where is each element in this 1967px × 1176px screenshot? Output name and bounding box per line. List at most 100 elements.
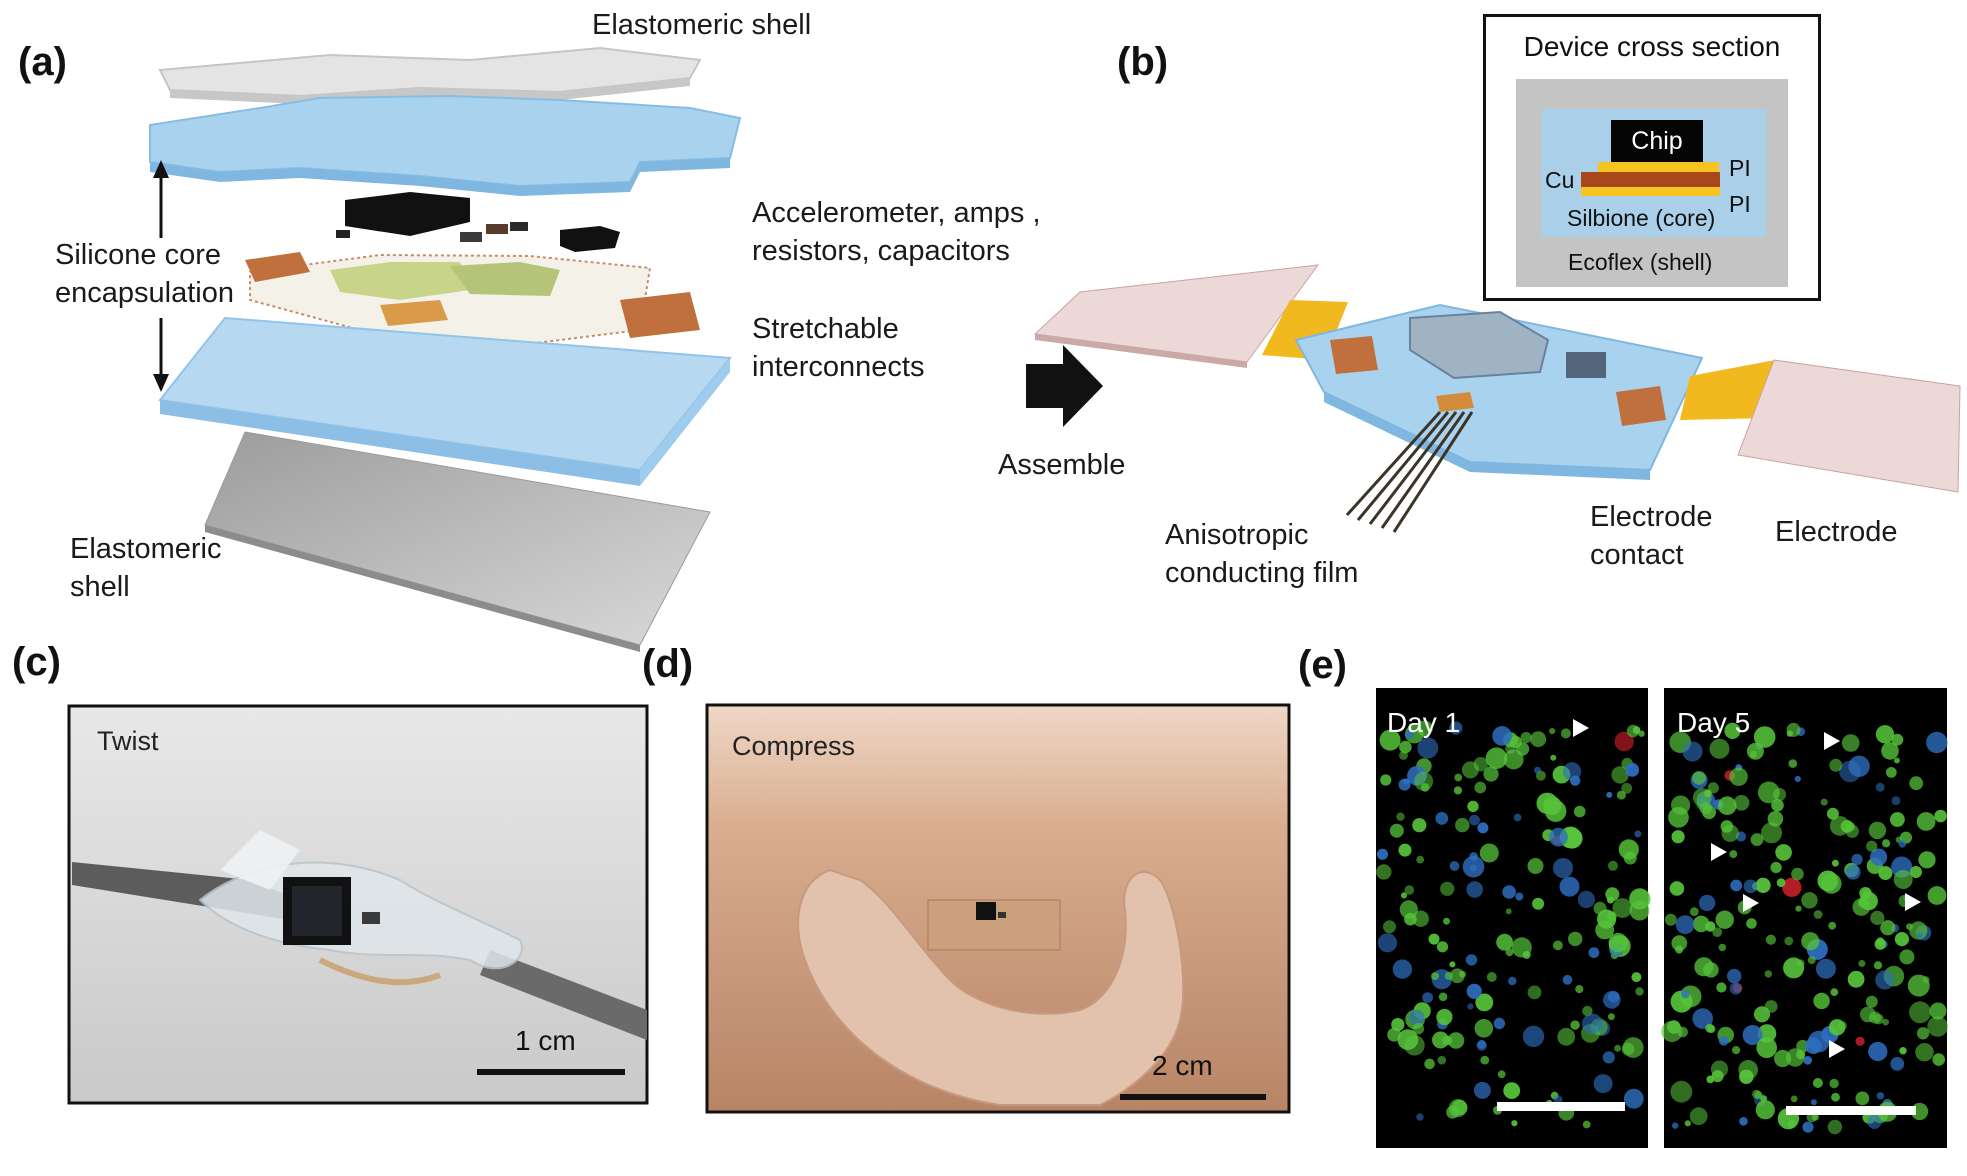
cell-dot xyxy=(1692,915,1710,933)
cell-dot xyxy=(1831,1092,1840,1102)
cell-dot xyxy=(1444,971,1453,980)
cell-dot xyxy=(1692,771,1706,785)
cell-dot xyxy=(1454,773,1463,782)
cell-dot xyxy=(1761,822,1782,844)
cell-dot xyxy=(1631,972,1642,983)
cell-dot xyxy=(1742,1025,1763,1045)
pi-bottom-label: PI xyxy=(1729,191,1751,217)
cell-dot xyxy=(1867,1114,1882,1129)
cell-dot xyxy=(1497,1070,1506,1079)
cell-dot xyxy=(1469,814,1480,826)
cell-dot xyxy=(1513,813,1522,822)
cell-dot xyxy=(1377,933,1398,953)
cell-dot xyxy=(1815,958,1836,979)
cell-dot xyxy=(1689,1107,1708,1126)
cell-dot xyxy=(1553,940,1563,951)
cell-dot xyxy=(1465,954,1478,966)
cell-dot xyxy=(1848,755,1870,777)
cell-dot xyxy=(1438,992,1448,1002)
cell-dot xyxy=(1400,892,1408,899)
cell-dot xyxy=(1807,956,1816,965)
cell-dot xyxy=(1515,892,1524,901)
cell-dot xyxy=(1927,1016,1948,1037)
cell-dot xyxy=(1718,943,1727,952)
cell-dot xyxy=(1476,1040,1487,1051)
cell-dot xyxy=(1801,932,1820,951)
cell-dot xyxy=(1424,1058,1435,1070)
cell-dot xyxy=(1750,833,1764,846)
cell-dot xyxy=(1765,934,1776,945)
cell-dot xyxy=(1380,774,1392,786)
cell-dot xyxy=(1379,729,1401,751)
cell-dot xyxy=(1934,809,1947,823)
cell-dot xyxy=(1832,859,1839,867)
cell-dot xyxy=(1669,881,1685,896)
cell-dot xyxy=(1868,1041,1888,1062)
cell-dot xyxy=(1870,848,1888,866)
cell-dot xyxy=(1830,988,1839,996)
fluorescence-micrographs xyxy=(1376,688,1948,1148)
marker-arrowhead xyxy=(1824,732,1840,750)
marker-arrowhead xyxy=(1743,894,1759,912)
cell-dot xyxy=(1573,805,1586,818)
cell-dot xyxy=(1795,905,1802,912)
cell-dot xyxy=(1455,817,1470,833)
cell-dot xyxy=(1496,933,1513,951)
cell-dot xyxy=(1729,767,1748,786)
shell-material-label: Ecoflex (shell) xyxy=(1568,249,1713,275)
cell-dot xyxy=(1773,788,1786,801)
assembled-device xyxy=(1033,264,1961,533)
cell-dot xyxy=(1606,791,1613,798)
cell-dot xyxy=(1511,1120,1518,1127)
cell-dot xyxy=(1915,1043,1934,1062)
cell-dot xyxy=(1553,1095,1563,1105)
cell-dot xyxy=(1409,1009,1425,1026)
cell-dot xyxy=(1399,740,1412,754)
cell-dot xyxy=(1874,938,1887,950)
compress-photo xyxy=(705,703,1291,1114)
bottom-elastomeric-shell xyxy=(204,431,711,652)
cell-dot xyxy=(1672,1122,1679,1129)
cell-dot xyxy=(1682,741,1703,762)
cell-dot xyxy=(1629,888,1651,910)
cell-dot xyxy=(1803,1056,1812,1065)
cell-dot xyxy=(1707,782,1719,794)
cell-dot xyxy=(1544,800,1567,822)
stretchable-interconnects xyxy=(245,252,700,347)
panel-label-d: (d) xyxy=(642,642,694,686)
cell-dot xyxy=(1670,1080,1693,1103)
bottom-shell-label-line1: Elastomeric xyxy=(70,533,222,565)
cell-dot xyxy=(1875,725,1895,744)
cell-dot xyxy=(1827,1119,1843,1135)
cell-dot xyxy=(1453,786,1462,795)
cell-dot xyxy=(1786,722,1801,737)
ecoflex-shell-region: Chip PI PI Cu Silbione (core) Ecoflex (s… xyxy=(1516,79,1788,287)
cell-dot xyxy=(1916,1027,1930,1040)
cell-dot xyxy=(1440,881,1455,896)
day5-label: Day 5 xyxy=(1677,707,1751,738)
cell-dot xyxy=(1724,722,1741,740)
components-label-line2: resistors, capacitors xyxy=(752,235,1010,267)
panel-label-c: (c) xyxy=(12,640,61,684)
cell-dot xyxy=(1675,915,1695,935)
cell-dot xyxy=(1437,1055,1447,1065)
cell-dot xyxy=(1462,855,1485,878)
cell-dot xyxy=(1399,750,1408,760)
cell-dot xyxy=(1870,910,1885,926)
cell-dot xyxy=(1549,728,1556,735)
cell-dot xyxy=(1829,1078,1839,1089)
cell-dot xyxy=(1733,795,1750,811)
electronic-components xyxy=(336,192,620,252)
scale-bar-e5 xyxy=(1786,1106,1916,1115)
cell-dot xyxy=(1432,1031,1449,1049)
cell-dot xyxy=(1820,798,1828,806)
cell-dot xyxy=(1493,1017,1506,1030)
cell-dot xyxy=(1508,976,1517,986)
cell-dot xyxy=(1527,985,1542,1000)
cell-dot xyxy=(1479,843,1499,863)
scale-label-c: 1 cm xyxy=(515,1025,576,1056)
cell-dot xyxy=(1821,873,1842,894)
cell-dot xyxy=(1909,1001,1931,1024)
